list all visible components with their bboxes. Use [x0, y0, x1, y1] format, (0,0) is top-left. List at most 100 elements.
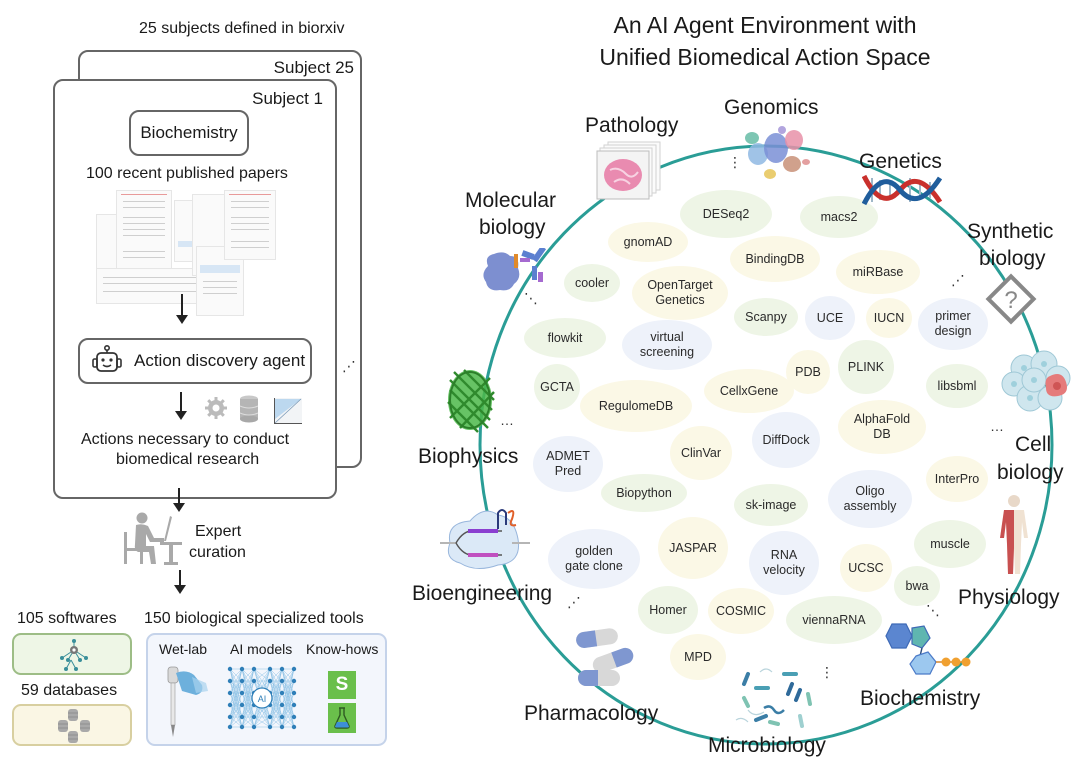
- field-molecular-biology-2: biology: [479, 216, 546, 239]
- tool-bubble-interpro: InterPro: [926, 456, 988, 502]
- database-cluster-icon: [56, 708, 92, 749]
- agent-box: Action discovery agent: [78, 338, 312, 384]
- tool-bubble-bwa: bwa: [894, 566, 940, 606]
- tool-bubble-cellxgene: CellxGene: [704, 369, 794, 413]
- pathology-slides-icon: [596, 140, 662, 205]
- robot-icon: [90, 344, 124, 378]
- tool-bubble-diffdock: DiffDock: [752, 412, 820, 468]
- tools-box: Wet-lab AI models Know-hows AI S: [146, 633, 387, 746]
- tool-bubble-ucsc: UCSC: [840, 544, 892, 592]
- dna-editing-icon: [436, 503, 532, 584]
- tool-bubble-plink: PLINK: [838, 340, 894, 394]
- field-genomics: Genomics: [724, 96, 819, 119]
- papers-collage: [96, 190, 278, 316]
- tool-bubble-viennarna: viennaRNA: [786, 596, 882, 644]
- microbiology-ellipsis: ⋮: [820, 664, 835, 680]
- tool-label: BindingDB: [745, 251, 805, 266]
- arrow-to-tools: [174, 570, 186, 594]
- tool-bubble-iucn: IUCN: [866, 298, 912, 338]
- pipette-icon: [162, 663, 212, 744]
- field-genetics: Genetics: [859, 150, 942, 173]
- tool-label: GCTA: [540, 379, 574, 394]
- tool-label: UCE: [816, 310, 844, 325]
- softwares-box: [12, 633, 132, 675]
- synthetic-ellipsis: ⋰: [951, 272, 966, 288]
- network-tree-icon: [56, 638, 92, 677]
- subjects-caption: 25 subjects defined in biorxiv: [139, 20, 345, 37]
- tool-bubble-homer: Homer: [638, 586, 698, 634]
- tool-label: ClinVar: [680, 445, 722, 460]
- field-biophysics: Biophysics: [418, 445, 519, 468]
- physiology-ellipsis: ⋱: [926, 602, 941, 618]
- field-molecular-biology-1: Molecular: [465, 189, 557, 212]
- tool-label: gnomAD: [623, 234, 673, 249]
- tool-label: sk-image: [745, 497, 797, 512]
- tool-bubble-scanpy: Scanpy: [734, 298, 798, 336]
- field-synthetic-biology-2: biology: [979, 247, 1046, 270]
- flask-icon: [328, 703, 356, 733]
- tool-bubble-uce: UCE: [805, 296, 855, 340]
- tool-bubble-jaspar: JASPAR: [658, 517, 728, 579]
- cell-cluster-icon: [1000, 350, 1072, 425]
- bioengineering-ellipsis: ⋰: [567, 594, 582, 610]
- subject-example-pill: Biochemistry: [129, 110, 249, 156]
- actions-caption-line1: Actions necessary to conduct: [81, 431, 290, 448]
- human-anatomy-icon: [996, 494, 1032, 583]
- cards-ellipsis: ⋰: [342, 358, 357, 374]
- tool-label: DESeq2: [702, 206, 750, 221]
- tool-label: InterPro: [934, 471, 980, 486]
- tool-bubble-clinvar: ClinVar: [670, 426, 732, 480]
- tool-label: PDB: [795, 364, 821, 379]
- tool-bubble-pdb: PDB: [786, 350, 830, 394]
- subject-example-label: Biochemistry: [140, 123, 238, 142]
- title-line2: Unified Biomedical Action Space: [599, 44, 931, 70]
- tool-bubble-muscle: muscle: [914, 520, 986, 568]
- tool-label: miRBase: [852, 264, 904, 279]
- subject-front-label: Subject 1: [252, 89, 323, 108]
- tool-label: macs2: [820, 209, 858, 224]
- tool-label: Homer: [649, 602, 687, 617]
- tool-category-knowhows: Know-hows: [306, 641, 379, 657]
- tool-bubble-cosmic: COSMIC: [708, 588, 774, 634]
- tool-label: RegulomeDB: [598, 398, 674, 413]
- field-biochemistry: Biochemistry: [860, 687, 981, 710]
- curation-line2: curation: [189, 544, 246, 561]
- tool-label: bwa: [905, 578, 929, 593]
- person-at-computer-icon: [120, 512, 182, 571]
- tool-bubble-gnomad: gnomAD: [608, 222, 688, 262]
- nucleotide-atp-icon: [880, 620, 976, 681]
- actions-caption-line2: biomedical research: [116, 451, 260, 468]
- tool-label: IUCN: [873, 310, 905, 325]
- field-microbiology: Microbiology: [708, 734, 826, 757]
- tool-label: libsbml: [937, 378, 977, 393]
- field-physiology: Physiology: [958, 586, 1060, 609]
- title-line1: An AI Agent Environment with: [613, 12, 917, 38]
- tool-bubble-mirbase: miRBase: [836, 250, 920, 294]
- field-cell-biology-2: biology: [997, 461, 1064, 484]
- tool-label: cooler: [574, 275, 610, 290]
- arrow-agent-to-actions: [175, 392, 187, 420]
- tool-bubble-cooler: cooler: [564, 264, 620, 302]
- field-bioengineering: Bioengineering: [412, 582, 553, 605]
- databases-label: 59 databases: [21, 682, 118, 699]
- arrow-to-curation: [173, 488, 185, 512]
- field-pathology: Pathology: [585, 114, 679, 137]
- tool-label: MPD: [684, 649, 712, 664]
- tool-bubble-biopython: Biopython: [601, 474, 687, 512]
- tool-label: UCSC: [848, 560, 884, 575]
- tool-label: DiffDock: [762, 432, 810, 447]
- field-pharmacology: Pharmacology: [524, 702, 659, 725]
- knowhow-s-icon: S: [328, 671, 356, 699]
- tool-category-ai-models: AI models: [230, 641, 293, 657]
- tool-label: COSMIC: [716, 603, 766, 618]
- field-synthetic-biology-1: Synthetic: [967, 220, 1054, 243]
